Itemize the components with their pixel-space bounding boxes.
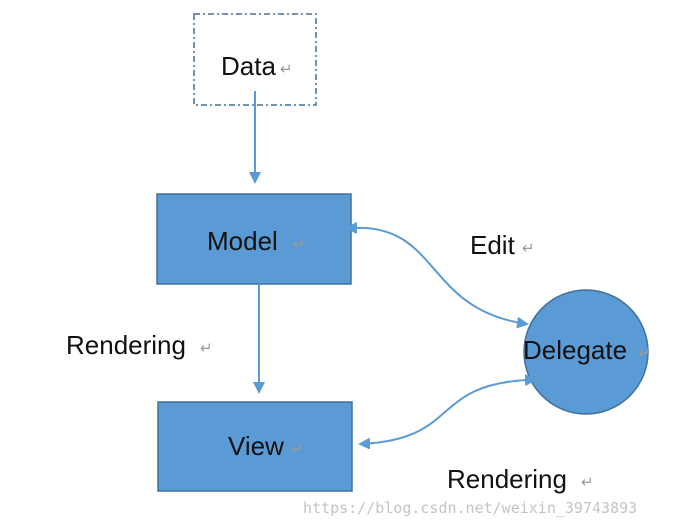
- delegate-node: Delegate ↵: [523, 289, 651, 415]
- view-box: [157, 401, 353, 492]
- watermark-text: https://blog.csdn.net/weixin_39743893: [303, 499, 637, 517]
- delegate-label: Delegate: [523, 335, 627, 365]
- rendering-left-para-mark: ↵: [200, 339, 213, 357]
- data-para-mark: ↵: [280, 60, 293, 78]
- delegate-para-mark: ↵: [638, 344, 651, 362]
- data-node: Data ↵: [193, 13, 317, 106]
- model-delegate-arrow: [345, 221, 529, 329]
- edit-para-mark: ↵: [522, 239, 535, 257]
- data-label: Data: [221, 51, 276, 81]
- edit-label: Edit: [470, 230, 516, 260]
- view-node: View ↵: [157, 401, 353, 492]
- rendering-right-para-mark: ↵: [581, 473, 594, 491]
- model-view-rendering-label: Rendering: [66, 330, 186, 360]
- delegate-circle: [523, 289, 649, 415]
- model-node: Model ↵: [156, 193, 352, 285]
- model-para-mark: ↵: [293, 235, 306, 253]
- view-delegate-arrow: [358, 374, 537, 450]
- view-delegate-rendering-label: Rendering: [447, 464, 567, 494]
- data-box: [193, 13, 317, 106]
- model-label: Model: [207, 226, 278, 256]
- model-box: [156, 193, 352, 285]
- view-label: View: [228, 431, 284, 461]
- view-para-mark: ↵: [291, 440, 304, 458]
